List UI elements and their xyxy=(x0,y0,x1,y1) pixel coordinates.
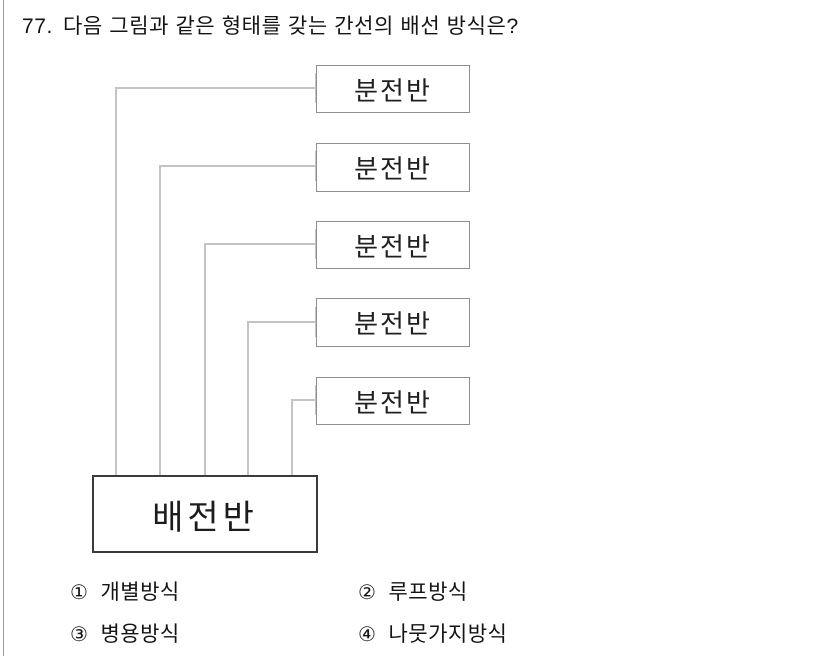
sub-panel-box-5: 분전반 xyxy=(316,377,470,425)
branch-line-1 xyxy=(115,87,317,476)
choice-label-2: 루프방식 xyxy=(388,581,468,604)
main-switchboard-label: 배전반 xyxy=(152,498,258,537)
choice-marker-1: ① xyxy=(70,582,89,604)
question-number: 77. xyxy=(22,15,53,38)
sub-panel-label-5: 분전반 xyxy=(354,387,432,418)
sub-panel-label-1: 분전반 xyxy=(354,75,432,106)
answer-choice-2[interactable]: ② 루프방식 xyxy=(358,576,468,606)
branch-line-3 xyxy=(204,243,317,476)
choice-marker-3: ③ xyxy=(70,624,89,646)
choice-label-1: 개별방식 xyxy=(100,581,180,604)
answer-choice-3[interactable]: ③ 병용방식 xyxy=(70,618,180,648)
sub-panel-box-4: 분전반 xyxy=(316,298,470,347)
branch-line-2 xyxy=(159,165,317,476)
sub-panel-label-4: 분전반 xyxy=(354,309,432,339)
sub-panel-box-3: 분전반 xyxy=(316,221,470,269)
choice-label-4: 나뭇가지방식 xyxy=(388,623,508,646)
sub-panel-label-3: 분전반 xyxy=(354,231,432,262)
answer-choice-1[interactable]: ① 개별방식 xyxy=(70,576,180,606)
sub-panel-label-2: 분전반 xyxy=(354,154,432,184)
choice-label-3: 병용방식 xyxy=(100,623,180,646)
main-switchboard-box: 배전반 xyxy=(92,475,318,553)
question-stem: 77. 다음 그림과 같은 형태를 갖는 간선의 배선 방식은? xyxy=(22,10,519,40)
branch-line-5 xyxy=(291,399,317,476)
sub-panel-box-1: 분전반 xyxy=(316,65,470,113)
sub-panel-box-2: 분전반 xyxy=(316,143,470,192)
choice-marker-4: ④ xyxy=(358,624,377,646)
page-edge-line xyxy=(3,0,4,656)
answer-choice-4[interactable]: ④ 나뭇가지방식 xyxy=(358,618,507,648)
branch-line-4 xyxy=(247,321,317,476)
question-text: 다음 그림과 같은 형태를 갖는 간선의 배선 방식은? xyxy=(63,15,519,38)
choice-marker-2: ② xyxy=(358,582,377,604)
